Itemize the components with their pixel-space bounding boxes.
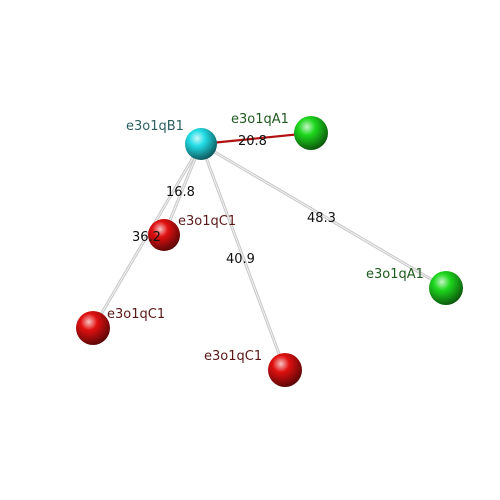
edge-distance-label: 40.9 xyxy=(226,252,255,267)
edge xyxy=(200,131,312,146)
atom-sphere[interactable] xyxy=(76,311,110,345)
atom-label: e3o1qA1 xyxy=(231,112,289,127)
edge xyxy=(162,143,203,236)
atom-label: e3o1qC1 xyxy=(107,307,165,322)
edge xyxy=(200,142,447,290)
atom-label: e3o1qC1 xyxy=(204,349,262,364)
edge-distance-label: 48.3 xyxy=(307,211,336,226)
edge-distance-label: 20.8 xyxy=(238,134,267,149)
atom-label: e3o1qA1 xyxy=(366,267,424,282)
atom-label: e3o1qC1 xyxy=(178,214,236,229)
edge-distance-label: 16.8 xyxy=(166,185,195,200)
atom-sphere[interactable] xyxy=(429,271,463,305)
edges-layer xyxy=(91,131,447,371)
atom-sphere[interactable] xyxy=(294,116,328,150)
edge xyxy=(91,143,203,329)
atom-label: e3o1qB1 xyxy=(126,119,184,134)
atom-sphere[interactable] xyxy=(148,219,180,251)
atom-sphere[interactable] xyxy=(268,353,302,387)
labels-layer: 20.8 16.8 48.3 36.2 40.9 e3o1qB1 e3o1qA1 e3o1qC… xyxy=(107,112,424,364)
edge-distance-label: 36.2 xyxy=(132,230,161,245)
nodes-layer xyxy=(76,116,463,387)
edge xyxy=(199,143,287,371)
atom-sphere[interactable] xyxy=(185,128,217,160)
